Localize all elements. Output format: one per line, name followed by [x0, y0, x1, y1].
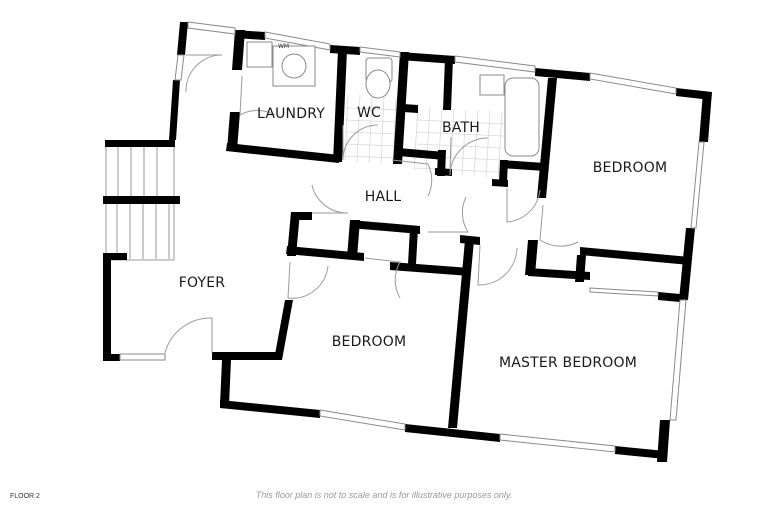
bathtub: [504, 77, 540, 157]
room-label-foyer: FOYER: [178, 275, 226, 291]
room-label-laundry: LAUNDRY: [257, 106, 325, 122]
floor-label: FLOOR 2: [10, 493, 40, 500]
bath-sink: [479, 74, 505, 96]
room-label-bedroom-right: BEDROOM: [592, 160, 668, 176]
fixtures: [246, 41, 540, 157]
room-label-master-bedroom: MASTER BEDROOM: [499, 355, 637, 371]
room-label-bedroom-center: BEDROOM: [331, 334, 407, 350]
walls: [103, 22, 712, 462]
washing-machine-label: WM: [278, 43, 290, 50]
disclaimer-text: This floor plan is not to scale and is f…: [255, 490, 513, 500]
room-label-hall: HALL: [364, 189, 402, 205]
windows: [119, 21, 705, 453]
room-label-wc: WC: [356, 105, 382, 121]
toilet-bowl: [365, 69, 391, 99]
laundry-sink: [246, 41, 273, 68]
room-label-bath: BATH: [442, 120, 480, 136]
door-swings: [164, 54, 579, 354]
